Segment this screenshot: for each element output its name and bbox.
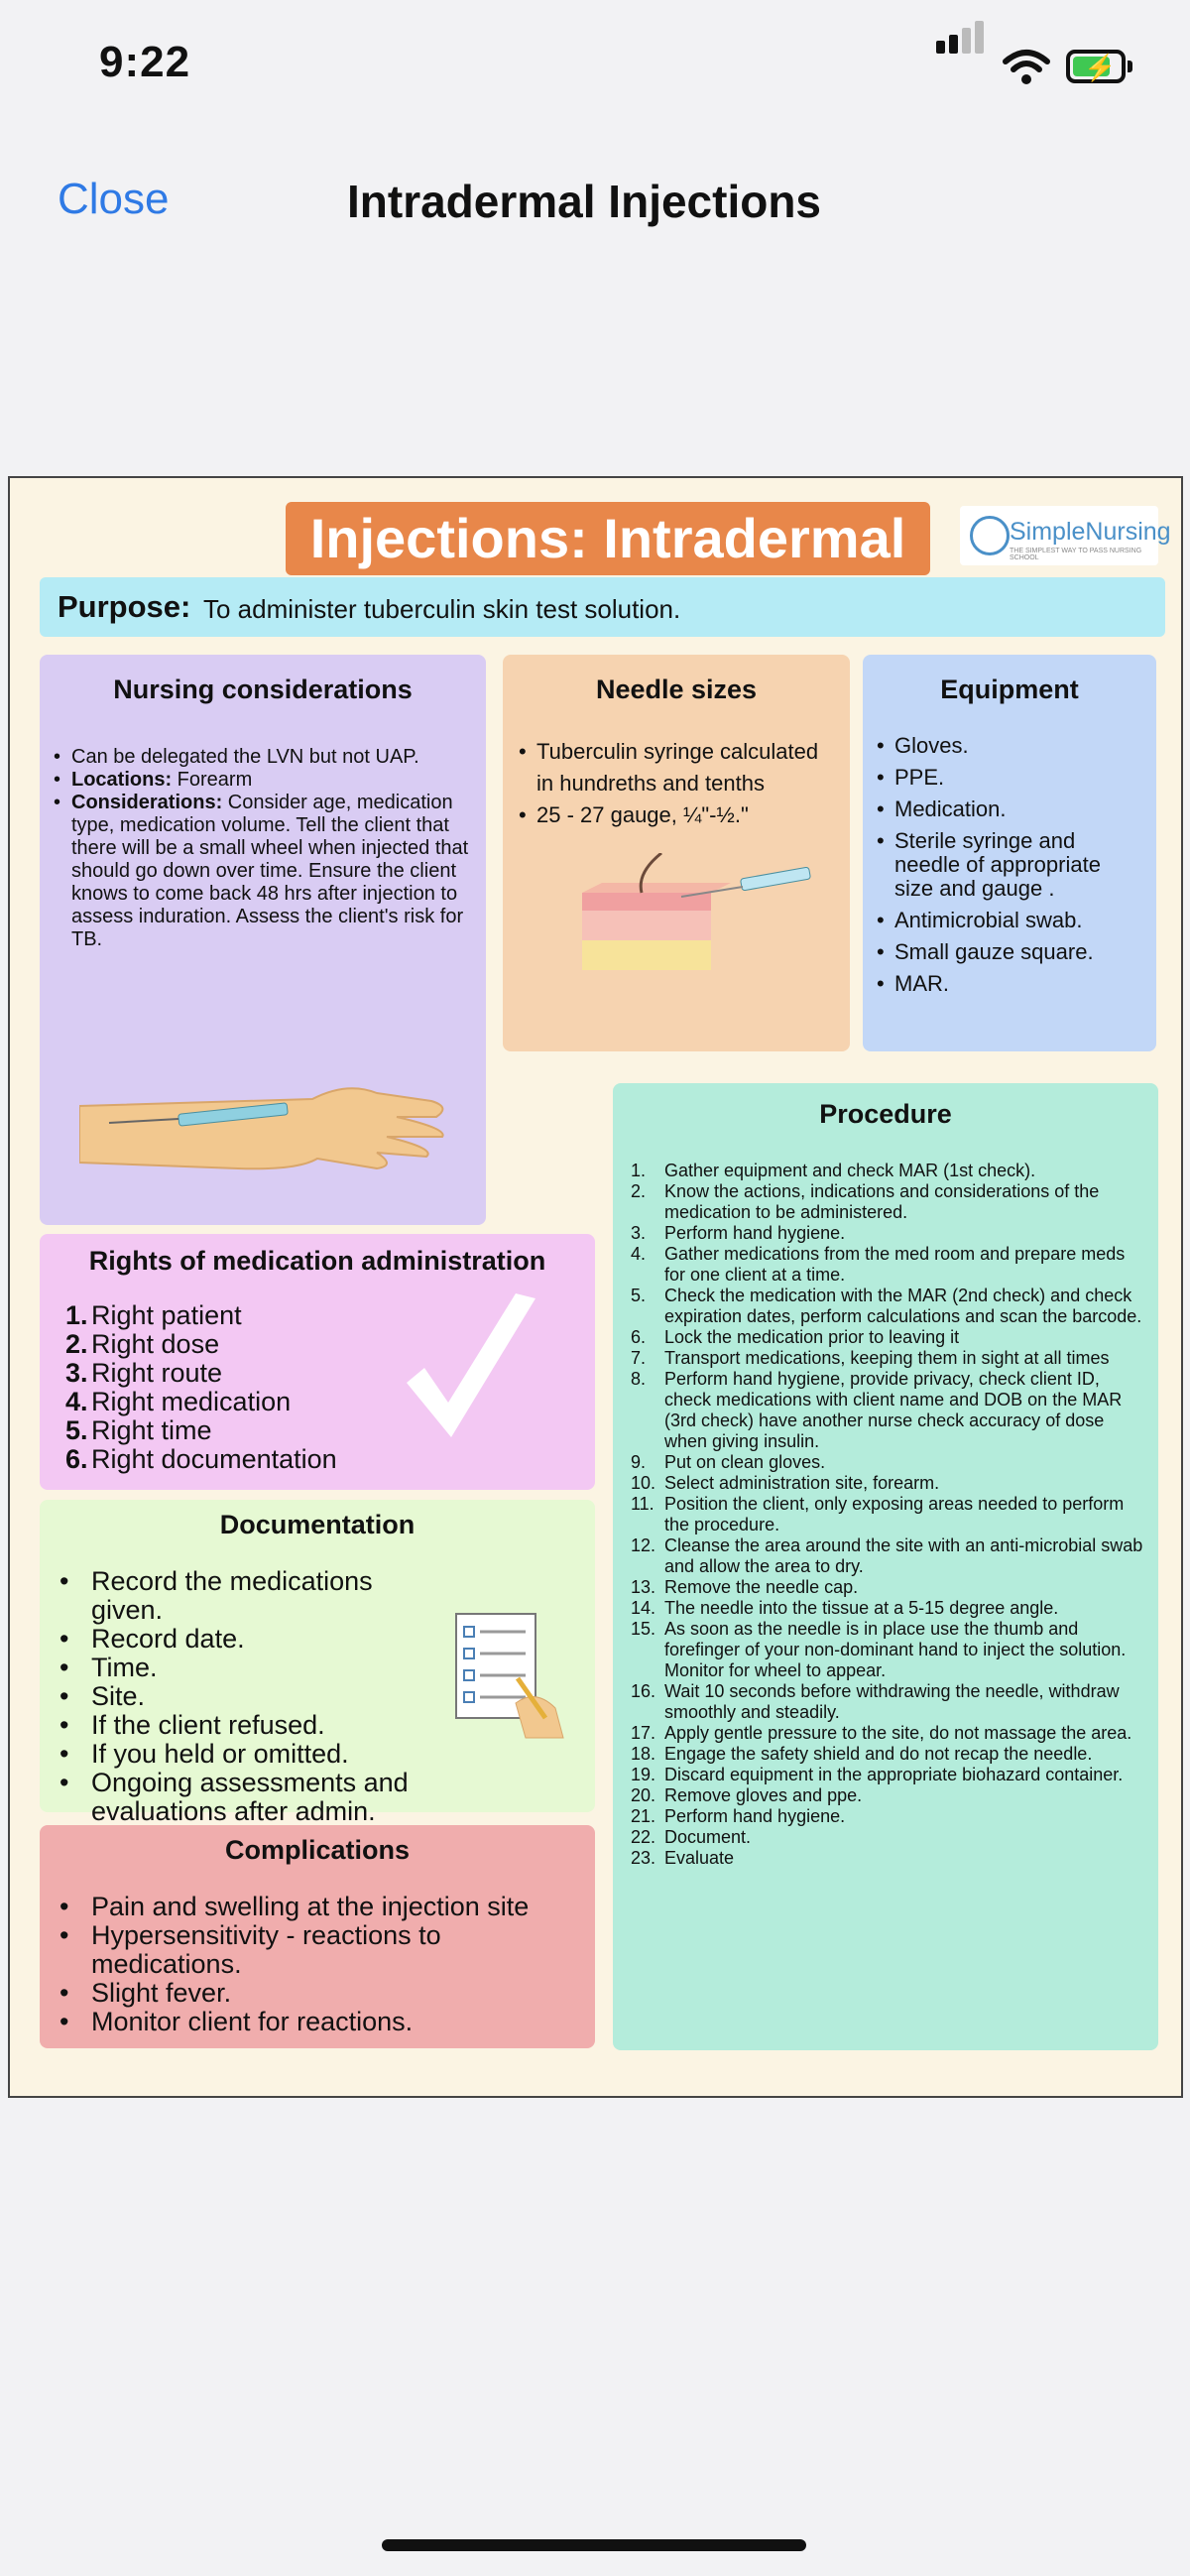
procedure-step: 15.As soon as the needle is in place use… <box>631 1619 1127 1680</box>
procedure-step: 10.Select administration site, forearm. <box>631 1473 940 1493</box>
procedure-step: 16.Wait 10 seconds before withdrawing th… <box>631 1681 1120 1722</box>
close-button[interactable]: Close <box>58 175 170 223</box>
procedure-step: 13.Remove the needle cap. <box>631 1577 859 1597</box>
list-item: Antimicrobial swab. <box>877 909 1144 933</box>
poster-title: Injections: Intradermal <box>286 502 930 575</box>
procedure-step: 7.Transport medications, keeping them in… <box>631 1348 1110 1368</box>
list-item: If the client refused. <box>50 1711 436 1741</box>
section-title: Nursing considerations <box>113 675 413 704</box>
status-bar: 9:22 ⚡ <box>0 0 1190 139</box>
checkmark-icon <box>407 1293 536 1437</box>
nursing-considerations-box: Nursing considerations Can be delegated … <box>40 655 486 1225</box>
procedure-step: 14.The needle into the tissue at a 5-15 … <box>631 1598 1059 1618</box>
complications-box: Complications Pain and swelling at the i… <box>40 1825 595 2048</box>
procedure-step: 1.Gather equipment and check MAR (1st ch… <box>631 1161 1036 1180</box>
list-item: MAR. <box>877 972 1144 997</box>
equipment-box: Equipment Gloves. PPE. Medication. Steri… <box>863 655 1156 1051</box>
list-item: Small gauze square. <box>877 940 1144 965</box>
list-item: 4.Right medication <box>65 1387 292 1416</box>
purpose-bar: Purpose: To administer tuberculin skin t… <box>40 577 1165 637</box>
list-item: Tuberculin syringe calculated in hundret… <box>519 736 836 799</box>
section-title: Complications <box>224 1835 411 1865</box>
list-item: Sterile syringe and needle of appropriat… <box>877 829 1144 901</box>
section-title: Rights of medication administration <box>88 1246 546 1276</box>
list-item: Ongoing assessments and evaluations afte… <box>50 1769 436 1826</box>
procedure-step: 21.Perform hand hygiene. <box>631 1806 846 1826</box>
navigation-bar: Close Intradermal Injections <box>0 149 1190 248</box>
list-item: Site. <box>50 1682 436 1712</box>
procedure-step: 18.Engage the safety shield and do not r… <box>631 1744 1093 1764</box>
list-item: PPE. <box>877 766 1144 791</box>
procedure-step: 12.Cleanse the area around the site with… <box>631 1535 1143 1576</box>
list-item: 3.Right route <box>65 1358 223 1388</box>
status-time: 9:22 <box>99 38 191 86</box>
list-item: Time. <box>50 1654 436 1683</box>
section-title: Equipment <box>940 675 1079 704</box>
battery-icon <box>1066 50 1126 83</box>
arm-injection-illustration <box>79 1087 444 1170</box>
purpose-text: To administer tuberculin skin test solut… <box>203 594 681 624</box>
rights-of-medication-box: Rights of medication administration 1.Ri… <box>40 1234 595 1490</box>
procedure-step: 11.Position the client, only exposing ar… <box>631 1494 1125 1534</box>
list-item: Monitor client for reactions. <box>50 2008 585 2037</box>
procedure-step: 22.Document. <box>631 1827 752 1847</box>
list-item: 1.Right patient <box>65 1300 242 1330</box>
list-item: Medication. <box>877 797 1144 822</box>
list-item: Hypersensitivity - reactions to medicati… <box>50 1921 585 1979</box>
infographic-image: Injections: Intradermal SimpleNursing TH… <box>8 476 1183 2098</box>
section-title: Documentation <box>219 1510 416 1539</box>
section-title: Procedure <box>819 1099 952 1129</box>
simplenursing-logo: SimpleNursing THE SIMPLEST WAY TO PASS N… <box>960 506 1171 565</box>
list-item: 25 - 27 gauge, ¼"-½." <box>519 799 836 831</box>
list-item: Record the medications given. <box>50 1567 436 1625</box>
procedure-step: 9.Put on clean gloves. <box>631 1452 826 1472</box>
needle-sizes-box: Needle sizes Tuberculin syringe calculat… <box>503 655 850 1051</box>
page-title: Intradermal Injections <box>347 176 822 227</box>
heart-logo-icon <box>970 516 1010 555</box>
procedure-step: 17.Apply gentle pressure to the site, do… <box>631 1723 1132 1743</box>
list-item: If you held or omitted. <box>50 1740 436 1770</box>
procedure-step: 5.Check the medication with the MAR (2nd… <box>631 1286 1142 1326</box>
procedure-step: 3.Perform hand hygiene. <box>631 1223 846 1243</box>
list-item: Gloves. <box>877 734 1144 759</box>
home-indicator[interactable] <box>382 2539 806 2551</box>
checklist-clipboard-icon <box>455 1613 564 1739</box>
list-item: Considerations: Consider age, medication… <box>54 792 470 951</box>
procedure-step: 6.Lock the medication prior to leaving i… <box>631 1327 960 1347</box>
list-item: Slight fever. <box>50 1979 585 2009</box>
skin-layers-syringe-illustration <box>582 853 811 970</box>
wifi-icon <box>1003 50 1050 84</box>
procedure-step: 20.Remove gloves and ppe. <box>631 1785 863 1805</box>
section-title: Needle sizes <box>595 675 758 704</box>
list-item: 6.Right documentation <box>65 1444 337 1474</box>
list-item: 5.Right time <box>65 1415 212 1445</box>
list-item: Pain and swelling at the injection site <box>50 1893 585 1922</box>
procedure-box: Procedure 1.Gather equipment and check M… <box>613 1083 1158 2050</box>
list-item: 2.Right dose <box>65 1329 220 1359</box>
procedure-step: 4.Gather medications from the med room a… <box>631 1244 1126 1285</box>
procedure-step: 2.Know the actions, indications and cons… <box>631 1181 1100 1222</box>
procedure-step: 19.Discard equipment in the appropriate … <box>631 1765 1124 1784</box>
purpose-label: Purpose: <box>58 589 191 624</box>
procedure-step: 23.Evaluate <box>631 1848 735 1868</box>
list-item: Can be delegated the LVN but not UAP. <box>54 746 470 769</box>
list-item: Record date. <box>50 1625 436 1655</box>
list-item: Locations: Forearm <box>54 769 470 792</box>
documentation-box: Documentation Record the medications giv… <box>40 1500 595 1826</box>
charging-bolt-icon: ⚡ <box>1084 53 1117 82</box>
procedure-step: 8.Perform hand hygiene, provide privacy,… <box>631 1369 1123 1451</box>
